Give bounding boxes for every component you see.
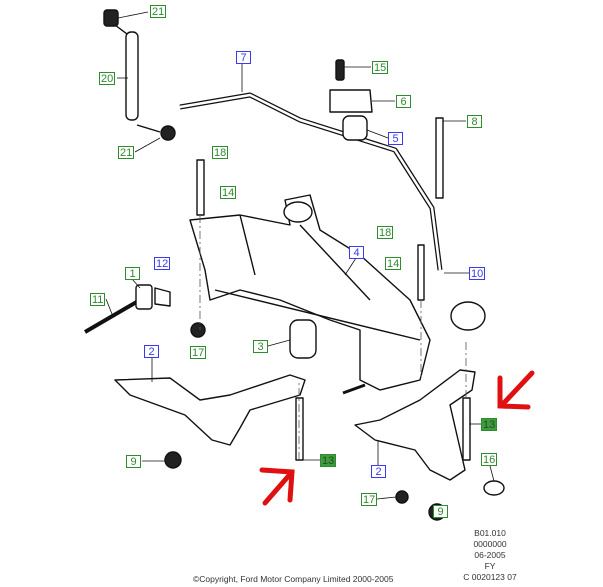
callout-label: 15 bbox=[372, 61, 389, 74]
reference-line: C 0020123 07 bbox=[463, 572, 517, 582]
callout-label: 7 bbox=[236, 51, 251, 64]
callout-label: 9 bbox=[126, 455, 141, 468]
reference-line: B01.010 bbox=[474, 528, 506, 538]
callout-label: 5 bbox=[388, 132, 403, 145]
stabilizer-clamp bbox=[329, 89, 373, 113]
callout-label: 14 bbox=[385, 257, 402, 270]
callout-label: 12 bbox=[154, 257, 171, 270]
stabilizer-link bbox=[103, 9, 176, 141]
callout-label: 2 bbox=[371, 465, 386, 478]
callout-label: 6 bbox=[396, 95, 411, 108]
annotation-arrow bbox=[259, 370, 535, 506]
reference-line: 0000000 bbox=[473, 539, 507, 549]
callout-label: 16 bbox=[481, 453, 498, 466]
callout-label: 17 bbox=[361, 493, 378, 506]
callout-label: 9 bbox=[433, 505, 448, 518]
callout-label: 14 bbox=[220, 186, 237, 199]
bushing-3 bbox=[289, 319, 317, 359]
callout-label: 10 bbox=[469, 267, 486, 280]
callout-label: 18 bbox=[377, 226, 394, 239]
callout-label: 2 bbox=[144, 345, 159, 358]
callout-label: 4 bbox=[349, 246, 364, 259]
lower-arm-left bbox=[114, 374, 306, 446]
callout-label: 21 bbox=[118, 146, 135, 159]
callout-label: 17 bbox=[190, 346, 207, 359]
callout-label: 18 bbox=[212, 146, 229, 159]
callout-label: 1 bbox=[125, 267, 140, 280]
copyright-text: ©Copyright, Ford Motor Company Limited 2… bbox=[193, 574, 394, 584]
callout-label: 21 bbox=[150, 5, 167, 18]
lower-arm-right bbox=[354, 369, 476, 481]
callout-label: 13 bbox=[320, 454, 337, 467]
callout-label: 3 bbox=[253, 340, 268, 353]
subframe bbox=[189, 194, 431, 391]
callout-label: 20 bbox=[99, 72, 116, 85]
callout-label: 13 bbox=[481, 418, 498, 431]
diagram-reference: B01.010 0000000 06-2005 FY C 0020123 07 bbox=[440, 528, 540, 583]
reference-line: FY bbox=[484, 561, 496, 571]
callout-label: 8 bbox=[467, 115, 482, 128]
reference-line: 06-2005 bbox=[474, 550, 506, 560]
callout-label: 11 bbox=[90, 293, 106, 306]
